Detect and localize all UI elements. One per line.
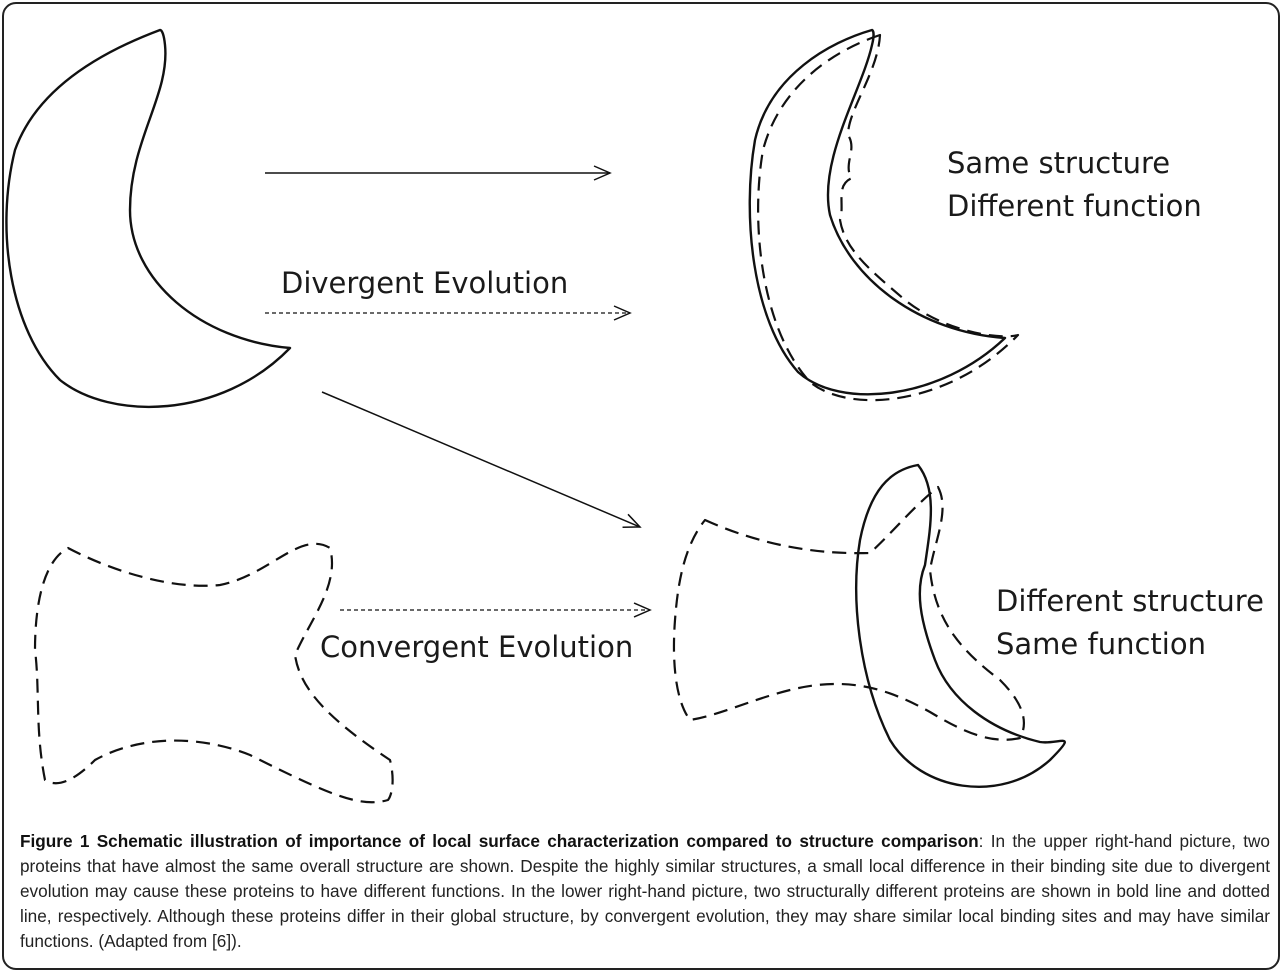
figure-caption: Figure 1 Schematic illustration of impor… [20, 829, 1270, 954]
diagram: Same structure Different function Diverg… [0, 0, 1285, 830]
lower-right-dashed-protein [674, 487, 1024, 740]
diagonal-arrow [322, 392, 640, 527]
top-label-line1: Same structure [947, 146, 1170, 180]
original-protein-shape [6, 30, 290, 407]
convergent-label: Convergent Evolution [320, 630, 633, 664]
divergent-label: Divergent Evolution [281, 266, 568, 300]
bottom-label-line1: Different structure [996, 584, 1264, 618]
lower-right-solid-protein [856, 465, 1065, 787]
lower-left-dashed-protein [35, 544, 393, 802]
top-label-line2: Different function [947, 189, 1202, 223]
bottom-label-line2: Same function [996, 627, 1206, 661]
caption-title: Figure 1 Schematic illustration of impor… [20, 831, 979, 851]
